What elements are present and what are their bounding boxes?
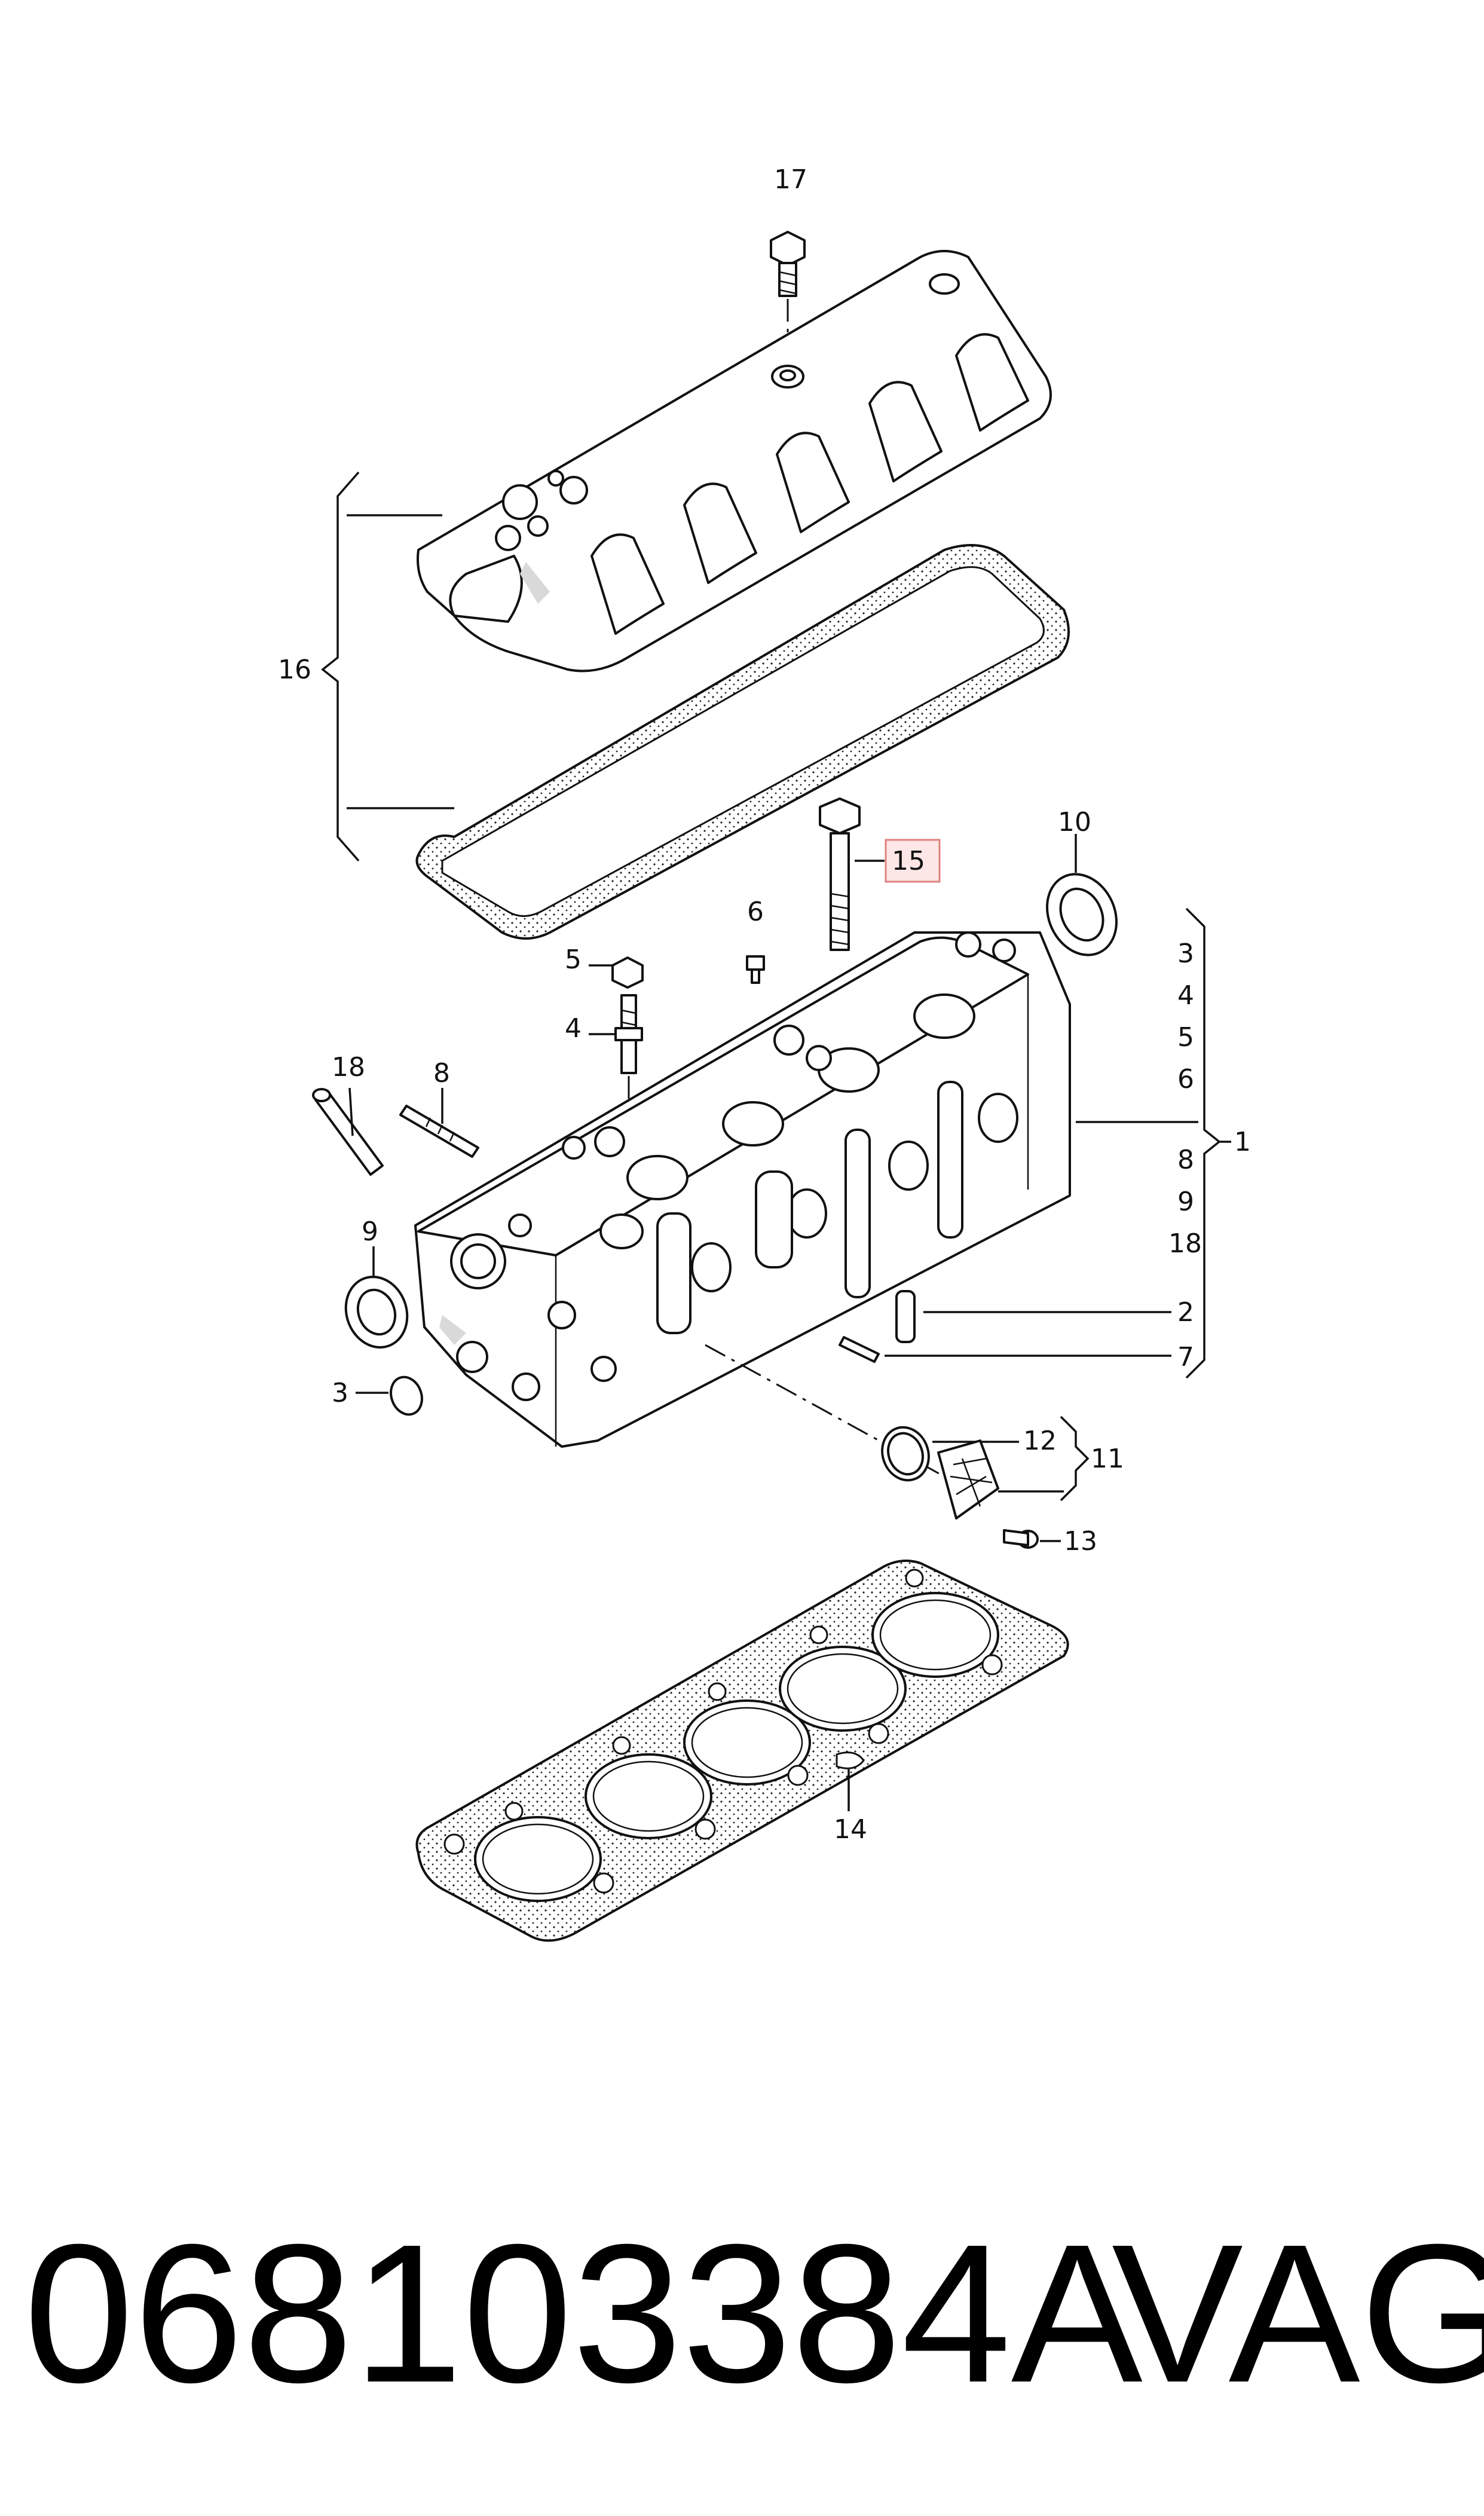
cylinder-head-1 xyxy=(414,931,1071,1448)
head-gasket-14 xyxy=(415,1560,1069,1942)
flange-11 xyxy=(937,1439,999,1520)
callout-11: 11 xyxy=(1091,1444,1124,1474)
o-ring-12 xyxy=(881,1426,930,1482)
callout-9-left: 9 xyxy=(362,1216,378,1247)
valve-cover-gasket-16 xyxy=(415,544,1070,940)
bracket-16 xyxy=(321,471,360,862)
callout-2: 2 xyxy=(1177,1297,1194,1328)
oil-seal-9 xyxy=(344,1276,409,1349)
callout-6-left: 6 xyxy=(747,897,764,927)
brand-name: VAG xyxy=(1112,2203,1484,2423)
callout-8-right: 8 xyxy=(1177,1145,1194,1175)
parts-diagram: 17 16 15 10 6 5 4 18 8 9 3 3 4 5 6 1 8 9… xyxy=(278,164,1251,1942)
nut-5 xyxy=(611,956,644,989)
callout-13: 13 xyxy=(1064,1526,1097,1557)
callout-4-left: 4 xyxy=(565,1013,582,1044)
part-number: 068103384A xyxy=(24,2203,1143,2423)
flange-axis xyxy=(705,1344,945,1478)
callout-16: 16 xyxy=(278,655,311,685)
callout-14: 14 xyxy=(834,1814,867,1845)
callout-12: 12 xyxy=(1023,1426,1057,1456)
bracket-11 xyxy=(1060,1416,1090,1502)
callout-3-left: 3 xyxy=(332,1378,348,1408)
screw-6 xyxy=(746,955,765,984)
valve-cover-16 xyxy=(417,250,1052,672)
oil-seal-10 xyxy=(1046,873,1118,956)
callout-18-left: 18 xyxy=(332,1052,365,1083)
leader-18-left xyxy=(348,1087,354,1136)
stud-8-left xyxy=(399,1105,479,1158)
screw-13 xyxy=(1003,1529,1039,1549)
callout-6-right: 6 xyxy=(1177,1064,1194,1095)
cap-3 xyxy=(390,1375,423,1416)
callout-5-left: 5 xyxy=(565,944,582,975)
footer: 068103384A VAG xyxy=(24,2188,1484,2439)
guide-2 xyxy=(895,1290,916,1343)
callout-17: 17 xyxy=(774,164,807,195)
callout-18-right: 18 xyxy=(1168,1228,1202,1259)
stud-4 xyxy=(614,994,643,1074)
callout-15: 15 xyxy=(892,846,925,876)
callout-4-right: 4 xyxy=(1177,980,1194,1011)
callout-10: 10 xyxy=(1058,807,1091,837)
callout-3-right: 3 xyxy=(1177,938,1194,969)
callout-1: 1 xyxy=(1234,1127,1251,1157)
callout-7-right: 7 xyxy=(1177,1342,1194,1372)
dowel-18-left xyxy=(312,1088,384,1176)
stud-7 xyxy=(839,1336,880,1363)
head-bolt-15 xyxy=(819,797,861,951)
cover-bolt-17 xyxy=(770,231,806,297)
callout-15-highlight xyxy=(885,839,941,883)
callout-8-left: 8 xyxy=(433,1058,450,1089)
callout-5-right: 5 xyxy=(1177,1022,1194,1053)
callout-9-right: 9 xyxy=(1177,1187,1194,1217)
